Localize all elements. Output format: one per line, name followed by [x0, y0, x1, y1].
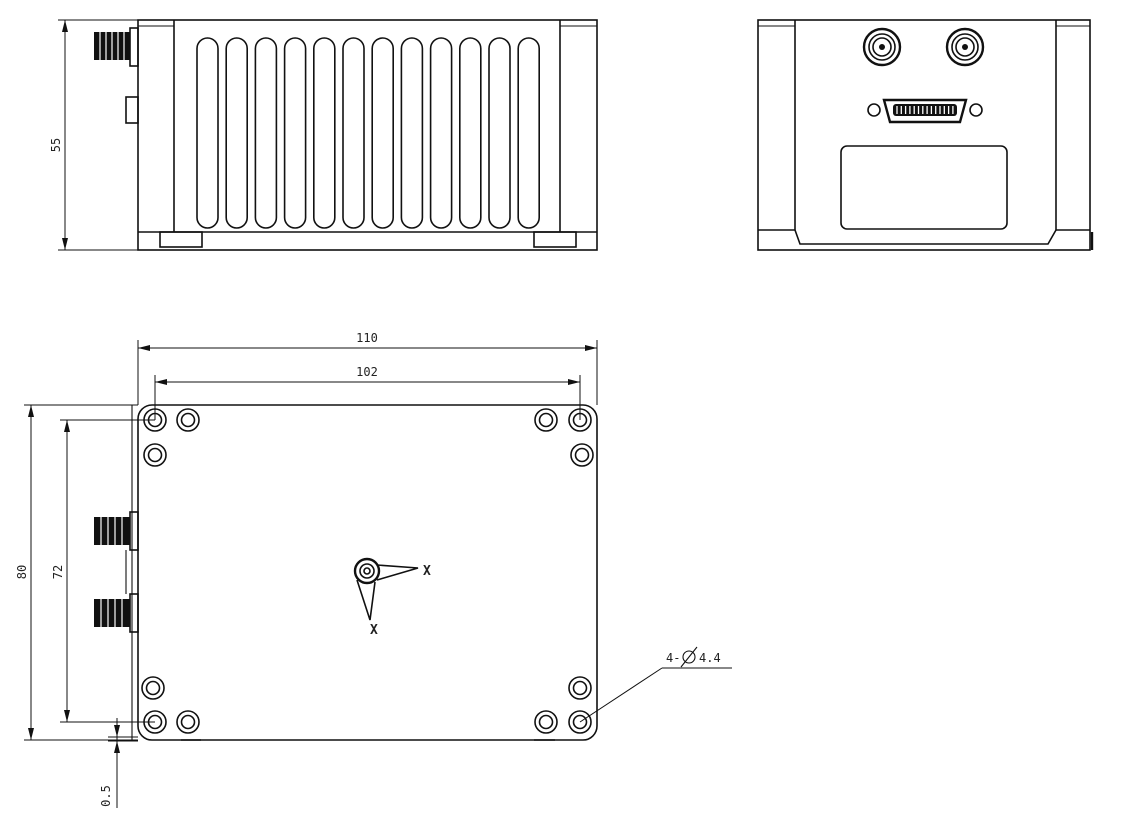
dimension-height-label: 55 — [49, 138, 63, 152]
heat-sink-fin — [254, 37, 278, 229]
heat-sink-fin — [342, 37, 365, 229]
dsub-connector-icon — [867, 98, 983, 124]
heat-sink-fin — [371, 37, 395, 229]
hole-callout: 4- 4.4 — [579, 646, 732, 723]
dimension-offset-label: 0.5 — [99, 785, 113, 807]
heat-sink-fin — [225, 37, 248, 229]
dimension-hole-spacing-x-label: 102 — [356, 365, 378, 379]
side-view-tab — [125, 96, 139, 124]
dimension-overall-width: 110 — [137, 331, 598, 405]
mounting-hole — [141, 676, 165, 700]
dimension-hole-spacing-y: 72 — [51, 419, 155, 723]
mounting-hole — [568, 710, 592, 734]
mounting-hole — [176, 408, 200, 432]
coax-connector-right-icon — [945, 27, 985, 67]
mounting-hole — [534, 710, 558, 734]
heat-sink-fin — [283, 37, 307, 229]
sma-connector-top-lower-icon — [94, 593, 139, 633]
top-view: X X 110 102 80 — [15, 331, 732, 808]
heat-sink-fin — [517, 37, 541, 229]
heat-sink-fin — [458, 37, 482, 229]
front-view-base-recess — [794, 229, 1057, 245]
side-view-outline — [137, 19, 598, 251]
label-panel — [840, 145, 1008, 230]
dimension-overall-depth-label: 80 — [15, 565, 29, 579]
mounting-holes — [141, 408, 594, 734]
mounting-hole — [534, 408, 558, 432]
axis-indicator-icon: X X — [353, 557, 431, 638]
mounting-hole — [568, 676, 592, 700]
sma-connector-side-icon — [94, 27, 139, 67]
mounting-hole — [143, 443, 167, 467]
hole-callout-count: 4- — [666, 651, 680, 665]
dimension-hole-spacing-y-label: 72 — [51, 565, 65, 579]
dimension-height: 55 — [49, 19, 138, 251]
mounting-hole — [570, 443, 594, 467]
diameter-icon — [680, 646, 698, 668]
dimension-offset: 0.5 — [99, 718, 138, 808]
top-view-outline — [137, 404, 598, 741]
heat-sink-fin — [488, 37, 511, 229]
sma-connector-top-upper-icon — [94, 511, 139, 551]
dimension-overall-width-label: 110 — [356, 331, 378, 345]
coax-connector-left-icon — [862, 27, 902, 67]
heat-sink-fin — [429, 37, 453, 229]
dimension-hole-spacing-x: 102 — [154, 365, 581, 420]
side-view: 55 — [49, 19, 598, 251]
axis-label-horizontal: X — [423, 564, 431, 579]
mounting-hole — [176, 710, 200, 734]
hole-callout-diameter: 4.4 — [699, 651, 721, 665]
dimension-overall-depth: 80 — [15, 404, 138, 741]
front-view — [757, 19, 1094, 251]
side-view-right-foot — [533, 231, 577, 248]
heat-sink-fin — [312, 37, 336, 229]
heat-sink-fin — [400, 37, 424, 229]
front-view-outline — [757, 19, 1091, 251]
heat-sink-fin — [196, 37, 219, 229]
axis-label-vertical: X — [370, 623, 378, 638]
heat-sink-fins — [196, 37, 541, 229]
side-view-left-foot — [159, 231, 203, 248]
